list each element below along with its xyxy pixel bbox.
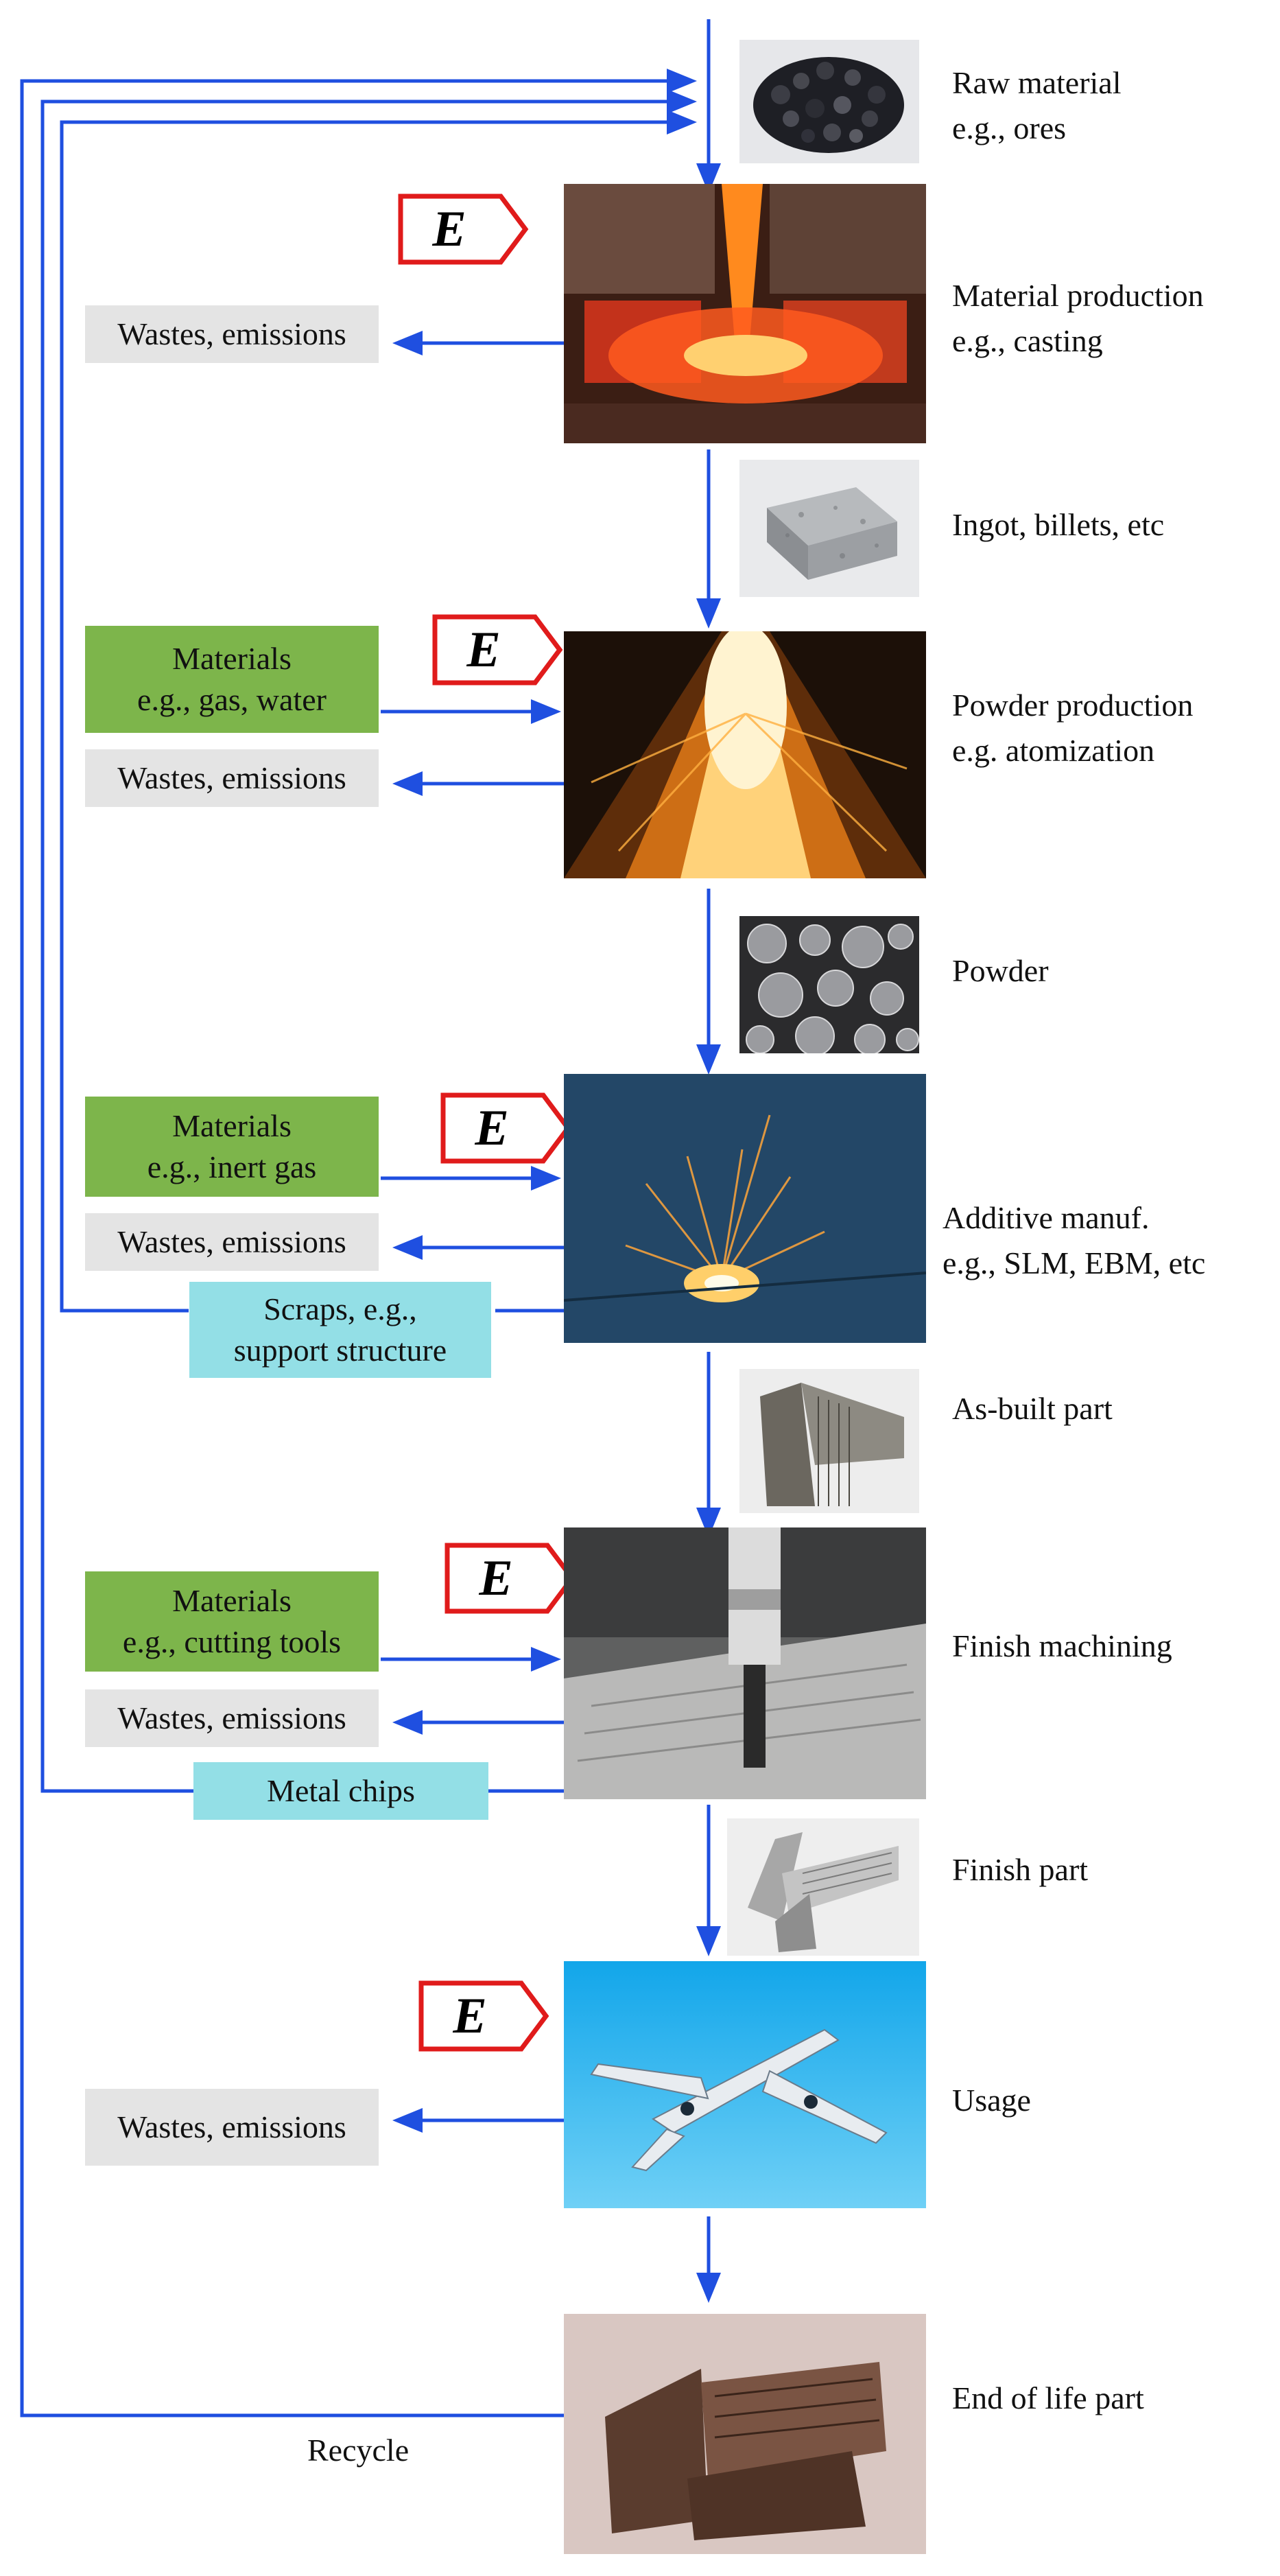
recycle-label: Recycle <box>307 2433 410 2468</box>
recycle-loop-line <box>20 79 679 2417</box>
energy-badge-powder-production: E <box>432 614 564 686</box>
arrowhead-down-1 <box>696 163 721 194</box>
stage-finish-machining-label: Finish machining <box>952 1628 1172 1663</box>
arrowhead-down-2 <box>696 598 721 629</box>
airplane-in-flight-image <box>564 1961 926 2208</box>
metal-ingot-image <box>739 460 919 597</box>
scraps-box-metal-chips: Metal chips <box>193 1762 488 1820</box>
energy-badge-casting: E <box>398 194 530 265</box>
waste-box-finish-machining: Wastes, emissions <box>85 1689 379 1747</box>
energy-symbol: E <box>466 621 501 678</box>
energy-symbol: E <box>475 1099 509 1156</box>
arrowhead-left-2 <box>392 771 423 796</box>
arrowhead-down-4 <box>696 1508 721 1538</box>
stage-end-of-life-label: End of life part <box>952 2380 1144 2415</box>
stage-powder-label: Powder <box>952 953 1049 988</box>
waste-box-powder-production: Wastes, emissions <box>85 749 379 807</box>
energy-symbol: E <box>453 1987 487 2044</box>
laser-melting-sparks-image <box>564 1074 926 1343</box>
scraps-box-support-structure: Scraps, e.g.,support structure <box>189 1282 491 1378</box>
energy-symbol: E <box>479 1549 513 1606</box>
arrowhead-left-3 <box>392 1235 423 1260</box>
finished-blade-image <box>727 1818 919 1956</box>
arrowhead-right-1 <box>531 699 561 724</box>
arrowhead-loop-2 <box>667 89 697 114</box>
arrowhead-down-5 <box>696 1926 721 1956</box>
ore-pebbles-image <box>739 40 919 163</box>
energy-symbol: E <box>432 200 466 257</box>
arrowhead-left-4 <box>392 1710 423 1735</box>
stage-as-built-part-label: As-built part <box>952 1391 1113 1426</box>
arrowhead-down-3 <box>696 1044 721 1075</box>
energy-badge-additive-manufacturing: E <box>440 1092 572 1164</box>
arrowhead-loop-1 <box>667 69 697 93</box>
arrowhead-left-5 <box>392 2108 423 2133</box>
arrowhead-down-6 <box>696 2273 721 2303</box>
arrowhead-left-1 <box>392 331 423 355</box>
energy-badge-usage: E <box>418 1980 550 2052</box>
waste-box-casting: Wastes, emissions <box>85 305 379 363</box>
chips-loop-line-return <box>40 99 679 1793</box>
scraps-loop-line-return <box>60 120 679 1313</box>
worn-turbine-blade-image <box>564 2314 926 2554</box>
as-built-part-image <box>739 1369 919 1513</box>
milling-spindle-image <box>564 1527 926 1799</box>
atomization-sparks-image <box>564 631 926 878</box>
energy-badge-finish-machining: E <box>445 1543 576 1614</box>
waste-box-additive-manufacturing: Wastes, emissions <box>85 1213 379 1271</box>
stage-finish-part-label: Finish part <box>952 1852 1089 1887</box>
stage-additive-manufacturing-label: Additive manuf.e.g., SLM, EBM, etc <box>943 1200 1206 1280</box>
arrowhead-right-2 <box>531 1166 561 1191</box>
waste-box-usage: Wastes, emissions <box>85 2089 379 2166</box>
stage-usage-label: Usage <box>952 2083 1031 2118</box>
arrowhead-loop-3 <box>667 110 697 134</box>
stage-ingot-label: Ingot, billets, etc <box>952 507 1165 542</box>
powder-micrograph-image <box>739 916 919 1053</box>
molten-metal-casting-image <box>564 184 926 443</box>
arrowhead-right-3 <box>531 1647 561 1672</box>
